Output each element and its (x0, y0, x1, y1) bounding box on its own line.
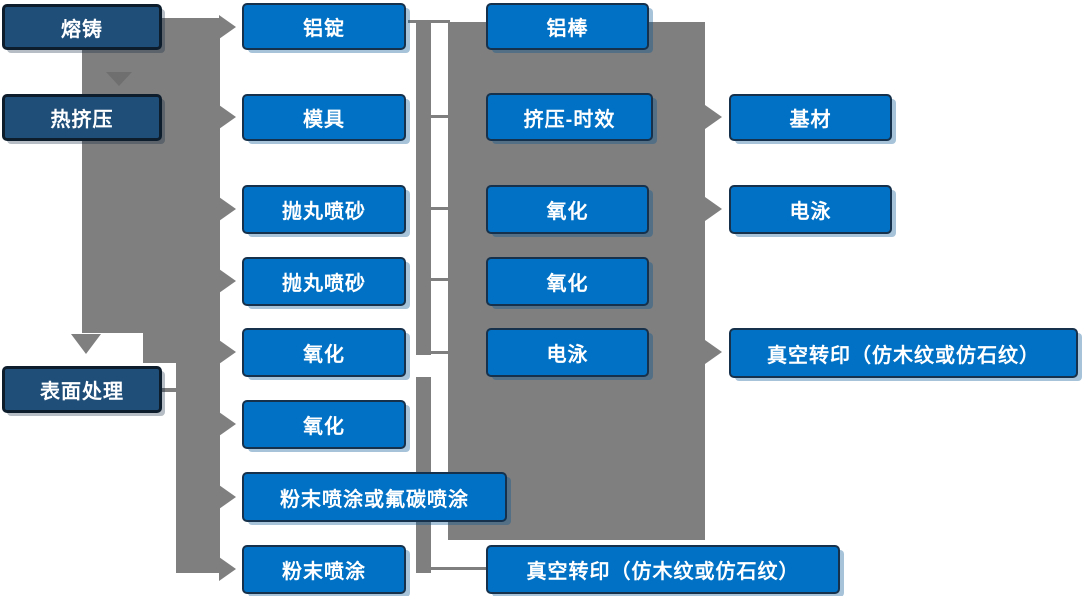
arrow-right-icon (219, 557, 236, 581)
arrow-right-icon (219, 485, 236, 509)
tick-line (408, 20, 450, 23)
node-aluminum-rod: 铝棒 (486, 3, 649, 50)
node-oxidation-c3-1: 氧化 (486, 185, 649, 234)
left-pipe-lower (176, 363, 220, 573)
arrow-right-icon (219, 15, 236, 39)
arrow-down-icon (71, 334, 101, 354)
tick-line (430, 351, 450, 354)
node-electrophoresis-c3: 电泳 (486, 328, 649, 377)
tick-line (430, 115, 450, 118)
arrow-right-icon (219, 412, 236, 436)
node-oxidation-c2-1: 氧化 (242, 328, 406, 377)
node-hot-extrusion: 热挤压 (2, 94, 162, 141)
node-shot-blasting-1: 抛丸喷砂 (242, 185, 406, 234)
surface-treatment-connector (160, 388, 184, 392)
node-base-material: 基材 (729, 94, 892, 141)
arrow-right-icon (219, 105, 236, 129)
tick-line (430, 207, 450, 210)
arrow-right-icon (705, 105, 722, 129)
tick-line (430, 278, 450, 281)
node-powder-coating: 粉末喷涂 (242, 545, 406, 594)
arrow-right-icon (219, 340, 236, 364)
node-vacuum-transfer-c3: 真空转印（仿木纹或仿石纹） (486, 545, 840, 594)
node-mold: 模具 (242, 94, 406, 141)
node-electrophoresis-c4: 电泳 (729, 185, 892, 234)
node-shot-blasting-2: 抛丸喷砂 (242, 257, 406, 306)
node-surface-treatment: 表面处理 (2, 366, 162, 413)
left-pipe-mid (143, 333, 220, 363)
arrow-right-icon (705, 340, 722, 364)
arrow-right-icon (219, 269, 236, 293)
arrow-right-icon (705, 197, 722, 221)
node-aluminum-ingot: 铝锭 (242, 3, 406, 50)
tick-line (430, 567, 488, 570)
mid-pipe-upper (416, 22, 431, 355)
arrow-down-icon (106, 72, 132, 86)
node-oxidation-c2-2: 氧化 (242, 400, 406, 449)
node-melt-casting: 熔铸 (2, 4, 162, 50)
left-pipe-main (82, 50, 220, 333)
node-vacuum-transfer-c4: 真空转印（仿木纹或仿石纹） (729, 328, 1078, 378)
node-extrusion-aging: 挤压-时效 (486, 93, 653, 141)
arrow-right-icon (219, 197, 236, 221)
node-oxidation-c3-2: 氧化 (486, 257, 649, 306)
node-powder-or-fluorocarbon: 粉末喷涂或氟碳喷涂 (242, 472, 507, 522)
